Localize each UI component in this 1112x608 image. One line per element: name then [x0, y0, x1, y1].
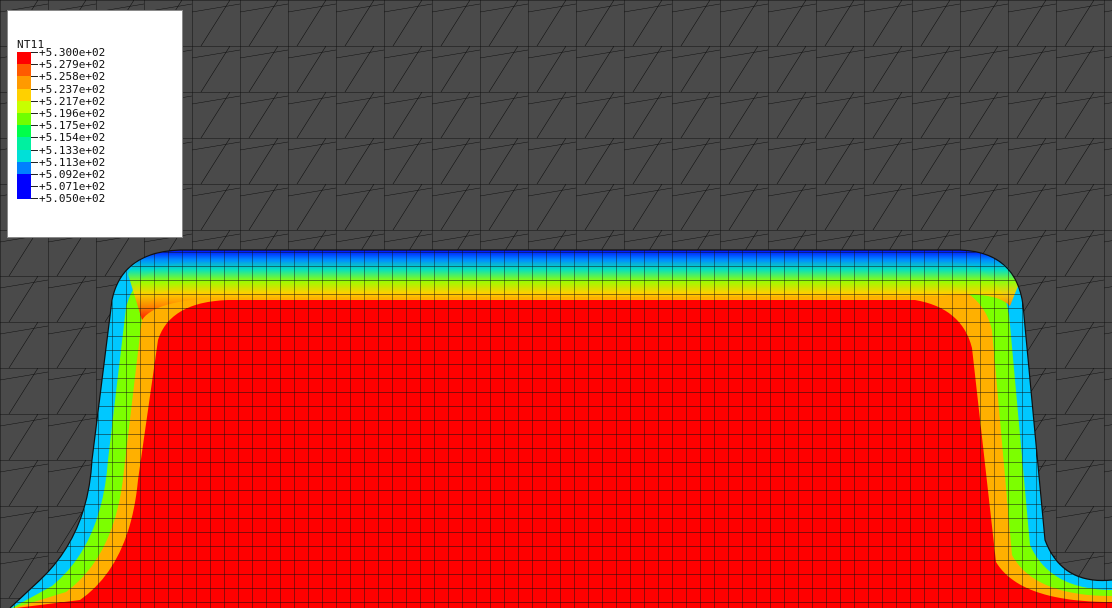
legend-label: +5.237e+02 — [39, 82, 106, 96]
legend-swatch — [17, 161, 31, 175]
legend-tick — [31, 76, 38, 78]
legend-label: +5.196e+02 — [39, 107, 106, 120]
legend-label: +5.279e+02 — [39, 58, 106, 72]
legend-swatch — [17, 137, 31, 151]
legend-label: +5.258e+02 — [39, 70, 106, 84]
body-outline — [9, 249, 1112, 608]
legend-tick — [31, 113, 38, 114]
legend-tick — [31, 137, 38, 139]
legend-swatch — [17, 64, 31, 78]
legend-label: +5.154e+02 — [39, 131, 106, 145]
legend-swatch — [17, 100, 31, 114]
legend-tick — [31, 52, 38, 53]
legend-label: +5.300e+02 — [39, 46, 106, 59]
legend-swatch — [17, 125, 31, 139]
legend-swatch — [17, 186, 31, 200]
legend-label: +5.050e+02 — [39, 192, 106, 206]
legend-swatch — [17, 149, 31, 163]
legend-label: +5.092e+02 — [39, 168, 106, 181]
body-mesh-grid — [10, 250, 1112, 608]
legend-tick — [31, 161, 38, 163]
contour-legend: NT11 +5.300e+02+5.279e+02+5.258e+02+5.23… — [7, 10, 183, 238]
legend-tick — [31, 186, 38, 188]
legend-label: +5.133e+02 — [39, 143, 106, 157]
legend-tick — [31, 149, 38, 151]
legend-label: +5.071e+02 — [39, 180, 106, 194]
legend-label: +5.217e+02 — [39, 94, 106, 108]
legend-tick — [31, 64, 38, 66]
legend-label: +5.113e+02 — [39, 155, 106, 169]
legend-tick — [31, 88, 38, 90]
legend-swatch — [17, 113, 31, 126]
legend-swatch — [17, 76, 31, 90]
legend-swatch — [17, 52, 31, 65]
legend-title: NT11 — [17, 38, 45, 51]
legend-tick — [31, 198, 38, 200]
legend-swatch — [17, 174, 31, 187]
legend-label: +5.175e+02 — [39, 119, 106, 133]
legend-tick — [31, 100, 38, 102]
legend-swatch — [17, 88, 31, 102]
legend-tick — [31, 125, 38, 127]
legend-tick — [31, 174, 38, 175]
